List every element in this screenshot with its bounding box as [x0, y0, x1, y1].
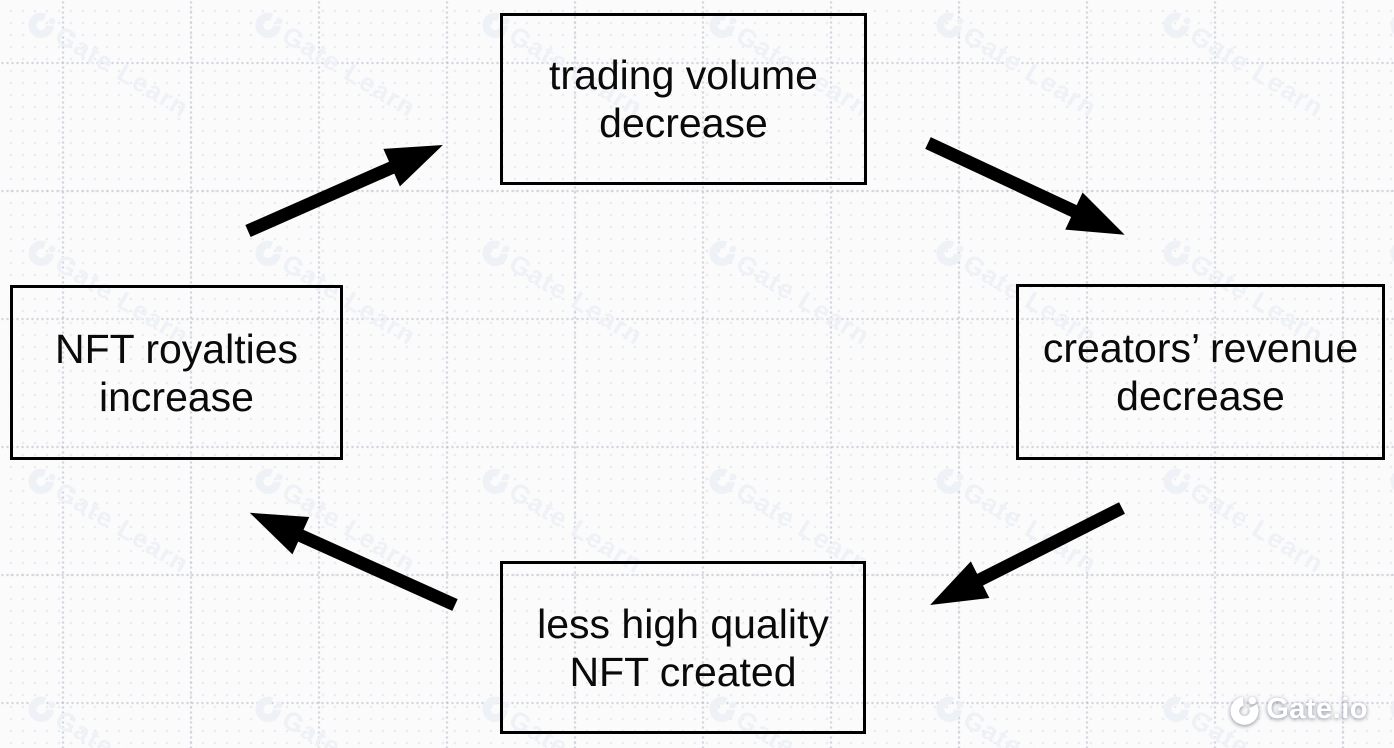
arrow-royalties-to-volume — [245, 145, 443, 237]
node-label: NFT royalties increase — [54, 325, 299, 420]
arrow-revenue-to-creation — [930, 502, 1125, 605]
gate-logo-icon — [1230, 696, 1259, 725]
arrow-creation-to-royalties — [249, 512, 458, 611]
node-less-high-quality-nft-created: less high quality NFT created — [500, 561, 866, 734]
gateio-logo-text: Gate.io — [1266, 693, 1368, 725]
arrow-volume-to-revenue — [925, 137, 1125, 235]
node-nft-royalties-increase: NFT royalties increase — [10, 285, 343, 460]
node-label: less high quality NFT created — [537, 600, 829, 695]
node-label: trading volume decrease — [549, 52, 818, 146]
gateio-logo: Gate.io — [1228, 693, 1368, 726]
node-creators-revenue-decrease: creators’ revenue decrease — [1016, 284, 1385, 460]
node-trading-volume-decrease: trading volume decrease — [500, 13, 867, 185]
node-label: creators’ revenue decrease — [1042, 325, 1359, 419]
